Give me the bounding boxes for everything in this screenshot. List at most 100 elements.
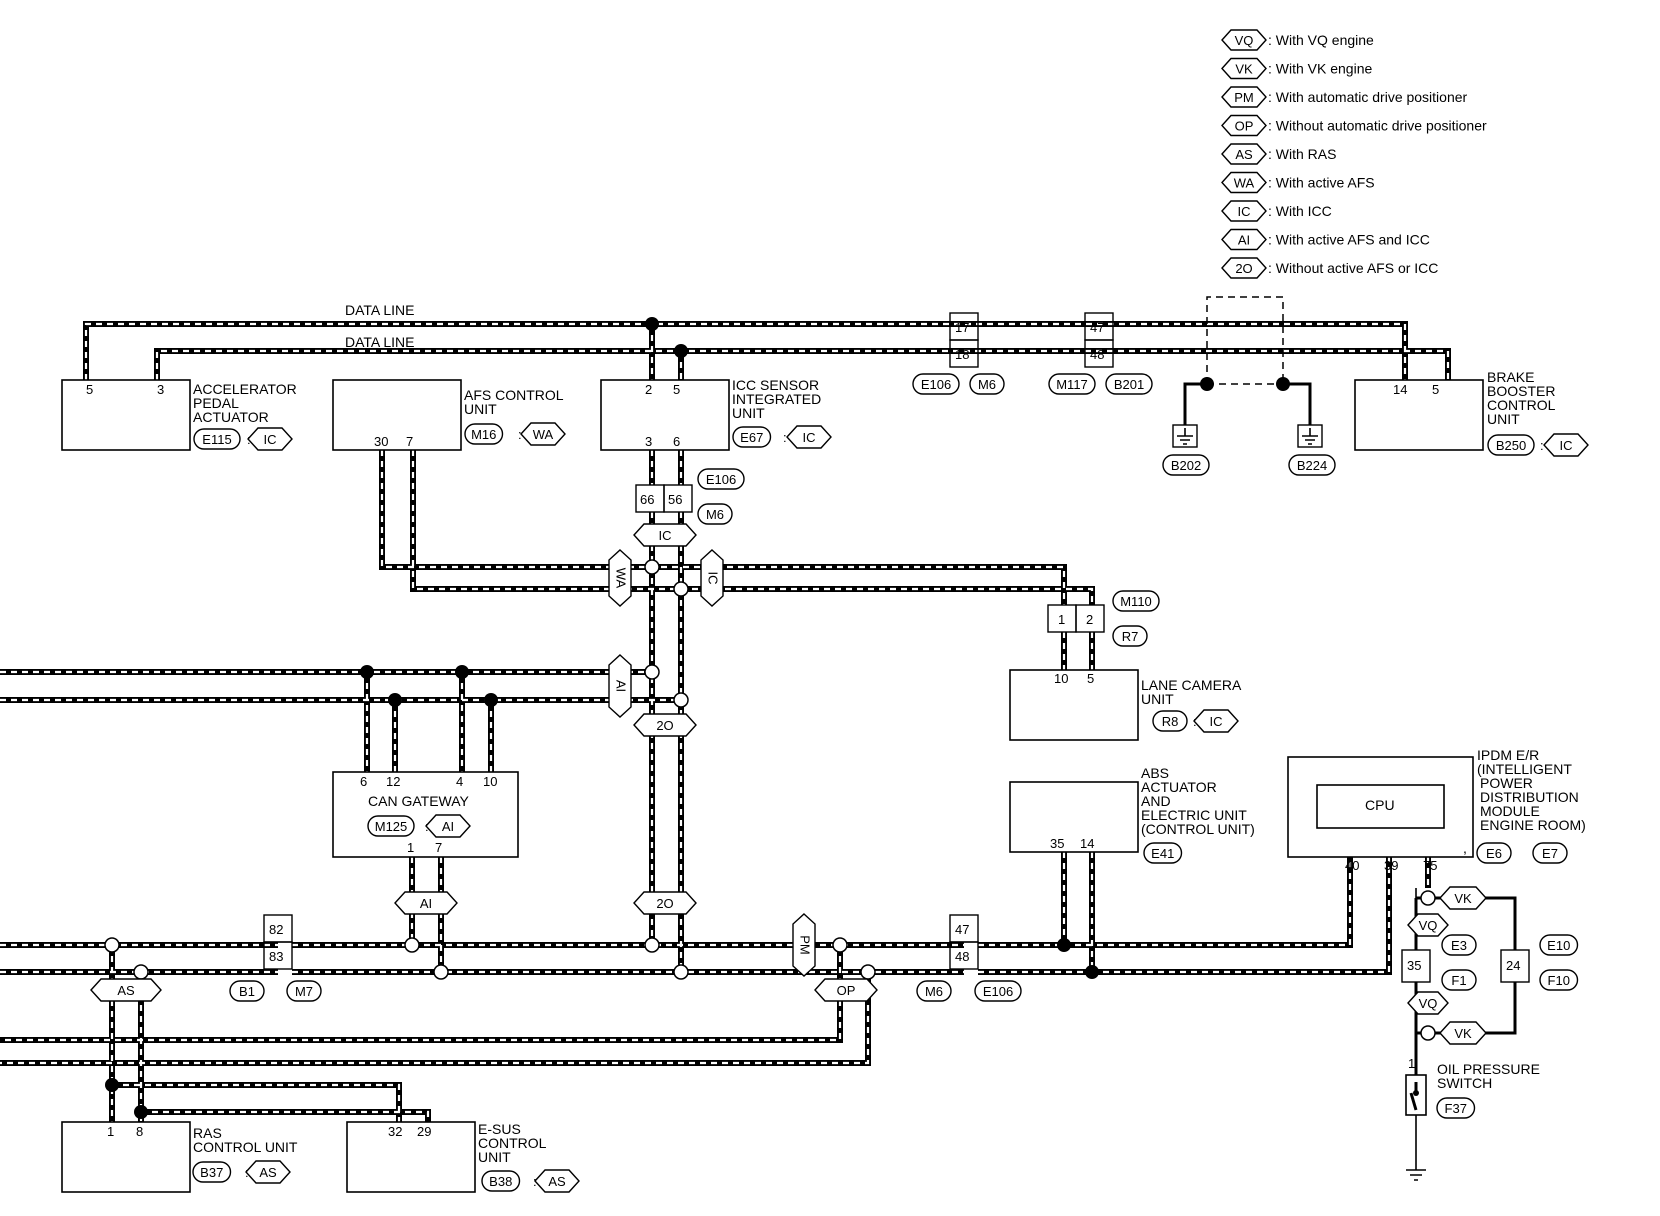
connector-e67-label-outline [732,426,772,448]
connector-e106-label: E106 [921,377,951,392]
legend-code: VK [1235,62,1253,77]
condition-vq-tag: VQ [1419,996,1438,1011]
svg-text:MODULE: MODULE [1480,803,1540,819]
condition-ic-tag-outline [1193,709,1239,733]
connector-f37-label: F37 [1445,1101,1467,1116]
condition-vk-tag: VK [1454,891,1472,906]
condition-2o-tag-outline [633,713,697,737]
svg-text:AFS CONTROL: AFS CONTROL [464,387,564,403]
splice-dot [673,581,689,597]
condition-ai-tag: AI [420,896,432,911]
svg-text:CONTROL: CONTROL [478,1135,547,1151]
connector-b38-label-outline [481,1170,521,1192]
splice-dot [673,964,689,980]
condition-as-tag: AS [259,1165,277,1180]
svg-text:5: 5 [86,382,93,397]
legend-text: : Without automatic drive positioner [1268,118,1487,134]
wire-outer [112,1082,402,1122]
ground-b202-label: B202 [1171,458,1201,473]
condition-ic-tag-outline [786,425,832,449]
svg-text:5: 5 [673,382,680,397]
connector-e115-label: E115 [202,432,231,447]
data-line-label-1: DATA LINE [345,302,415,318]
svg-text:CONTROL UNIT: CONTROL UNIT [193,1139,298,1155]
condition-ai-tag-outline [394,891,458,915]
condition-2o-tag: 2O [656,896,673,911]
condition-ai-tag-outline [608,654,632,718]
e-sus-control-unit: 32 29 E-SUS CONTROL UNIT [346,1121,547,1193]
legend-code: OP [1235,119,1254,134]
svg-text:35: 35 [1050,836,1064,851]
svg-text:ABS: ABS [1141,765,1169,781]
svg-text:12: 12 [386,774,400,789]
connector-b250-label-outline [1487,434,1535,456]
svg-text:BRAKE: BRAKE [1487,369,1534,385]
svg-text:BOOSTER: BOOSTER [1487,383,1555,399]
connector-m6-label-outline [916,980,952,1002]
condition-ic-tag-outline [247,427,293,451]
svg-text:47: 47 [1090,320,1104,335]
svg-text:5: 5 [1432,382,1439,397]
connector-r8-label-outline [1152,710,1188,732]
condition-as-tag-outline [90,978,162,1002]
connector-m110-label: M110 [1120,594,1152,609]
condition-ic-tag: IC [706,572,721,585]
splice-dot [644,664,660,680]
legend-text: : With active AFS [1268,175,1375,191]
condition-as-tag: AS [117,983,135,998]
svg-text:ACCELERATOR: ACCELERATOR [193,381,297,397]
svg-text:3: 3 [157,382,164,397]
separator-colon: : [1540,438,1544,453]
condition-ic-tag-outline [633,523,697,547]
condition-wa-tag-outline [608,549,632,607]
svg-text:17: 17 [955,320,969,335]
svg-text:30: 30 [374,434,388,449]
connector-e41-label: E41 [1151,846,1174,861]
splice-dot [1420,890,1436,906]
svg-text:48: 48 [1090,347,1104,362]
svg-text:24: 24 [1506,958,1520,973]
legend-code-outline [1221,257,1267,279]
connector-b1-label-outline [229,980,265,1002]
splice-dot [104,937,120,953]
connector-m6-label: M6 [706,507,724,522]
svg-text:6: 6 [360,774,367,789]
junction-dot [360,665,374,679]
connector-m125-label: M125 [375,819,408,834]
splice-dot [860,964,876,980]
ipdm-connector-sep: , [1463,840,1467,856]
junction-dot [455,665,469,679]
connector-f1-label: F1 [1451,973,1466,988]
svg-text:ENGINE ROOM): ENGINE ROOM) [1480,817,1586,833]
separator-colon: : [245,1165,249,1180]
wire-inner [1092,857,1391,974]
wire-inner [380,450,1066,605]
connector-left-82-83: 82 83 [263,914,293,970]
junction-dot [645,317,659,331]
svg-text:1: 1 [1408,1056,1415,1071]
splice-dot [832,937,848,953]
condition-op-tag: OP [837,983,856,998]
ipdm-er-unit: CPU 40 39 75 IPDM E/R (INTELLIGENT POWER… [1287,747,1586,873]
wire-outer [410,450,1095,605]
ground-b224-icon [1297,424,1323,448]
junction-dot [674,344,688,358]
connector-f1-label-outline [1441,969,1477,991]
connector-m6-label-outline [697,503,733,525]
svg-text:56: 56 [668,492,682,507]
legend-code: IC [1238,204,1251,219]
svg-text:14: 14 [1393,382,1407,397]
svg-text:ACTUATOR: ACTUATOR [1141,779,1217,795]
legend-code: WA [1234,176,1255,191]
condition-vk-tag-outline [1439,886,1487,910]
condition-vk-tag-outline [1439,1021,1487,1045]
legend-code-outline [1221,228,1267,251]
splice-dot [433,964,449,980]
connector-e106-label-outline [697,468,745,490]
connector-r7-label: R7 [1122,629,1139,644]
legend-code: AS [1235,147,1253,162]
condition-ai-tag-outline [425,814,471,838]
